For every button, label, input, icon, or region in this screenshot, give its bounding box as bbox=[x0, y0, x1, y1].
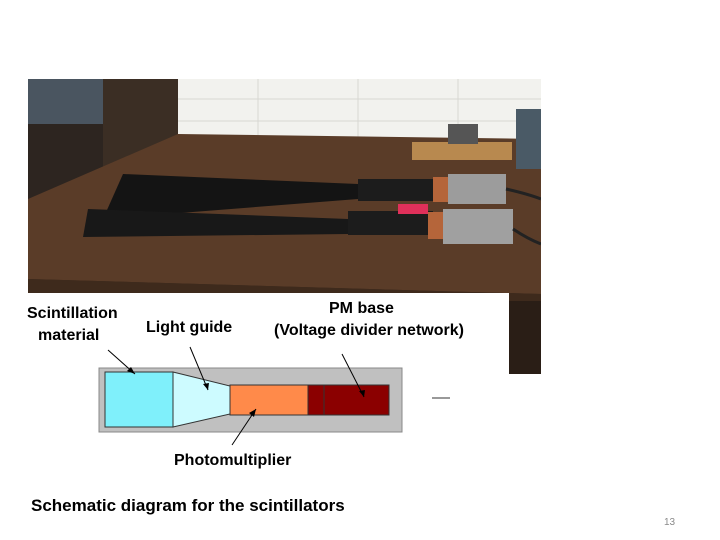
scintillation-label-line2: material bbox=[38, 327, 100, 344]
light-guide-label: Light guide bbox=[146, 319, 233, 336]
scintillation-label-line1: Scintillation bbox=[27, 305, 118, 322]
pm-base-leader bbox=[341, 353, 365, 398]
pm-base-label-line1: PM base bbox=[329, 300, 394, 317]
page-number: 13 bbox=[664, 517, 676, 528]
photomultiplier-tube bbox=[229, 384, 309, 416]
schematic-diagram: Scintillation material Light guide PM ba… bbox=[22, 293, 509, 478]
scintillator-block bbox=[104, 371, 174, 428]
light-guide-leader bbox=[189, 346, 209, 391]
pm-base-label-line2: (Voltage divider network) bbox=[274, 322, 464, 339]
photomultiplier-label: Photomultiplier bbox=[174, 452, 292, 469]
schematic-drawing bbox=[98, 346, 450, 446]
diagram-caption: Schematic diagram for the scintillators bbox=[31, 496, 345, 515]
pm-base bbox=[307, 384, 390, 416]
